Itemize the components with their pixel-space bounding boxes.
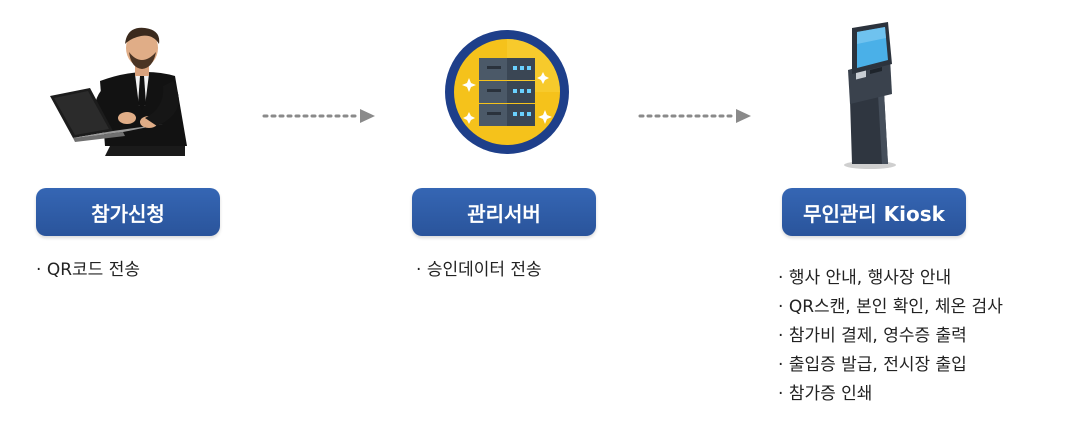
- step-2-description: 승인데이터 전송: [416, 256, 542, 285]
- step-label-text: 무인관리 Kiosk: [803, 201, 945, 226]
- bullet-item: QR코드 전송: [36, 256, 140, 285]
- bullet-item: 행사 안내, 행사장 안내: [778, 264, 1003, 293]
- server-icon: [443, 28, 571, 156]
- flow-arrow-2: [638, 108, 753, 124]
- bullet-item: 출입증 발급, 전시장 출입: [778, 351, 1003, 380]
- bullet-item: 참가비 결제, 영수증 출력: [778, 322, 1003, 351]
- step-label-server: 관리서버: [412, 188, 596, 236]
- step-label-kiosk: 무인관리 Kiosk: [782, 188, 966, 236]
- bullet-item: QR스캔, 본인 확인, 체온 검사: [778, 293, 1003, 322]
- step-1-description: QR코드 전송: [36, 256, 140, 285]
- bullet-item: 참가증 인쇄: [778, 380, 1003, 409]
- bullet-item: 승인데이터 전송: [416, 256, 542, 285]
- step-label-application: 참가신청: [36, 188, 220, 236]
- businessman-laptop-icon: [45, 26, 195, 156]
- flow-arrow-1: [262, 108, 377, 124]
- step-label-text: 관리서버: [467, 201, 541, 226]
- kiosk-icon: [838, 20, 902, 170]
- step-3-description: 행사 안내, 행사장 안내 QR스캔, 본인 확인, 체온 검사 참가비 결제,…: [778, 264, 1003, 409]
- step-label-text: 참가신청: [91, 201, 165, 226]
